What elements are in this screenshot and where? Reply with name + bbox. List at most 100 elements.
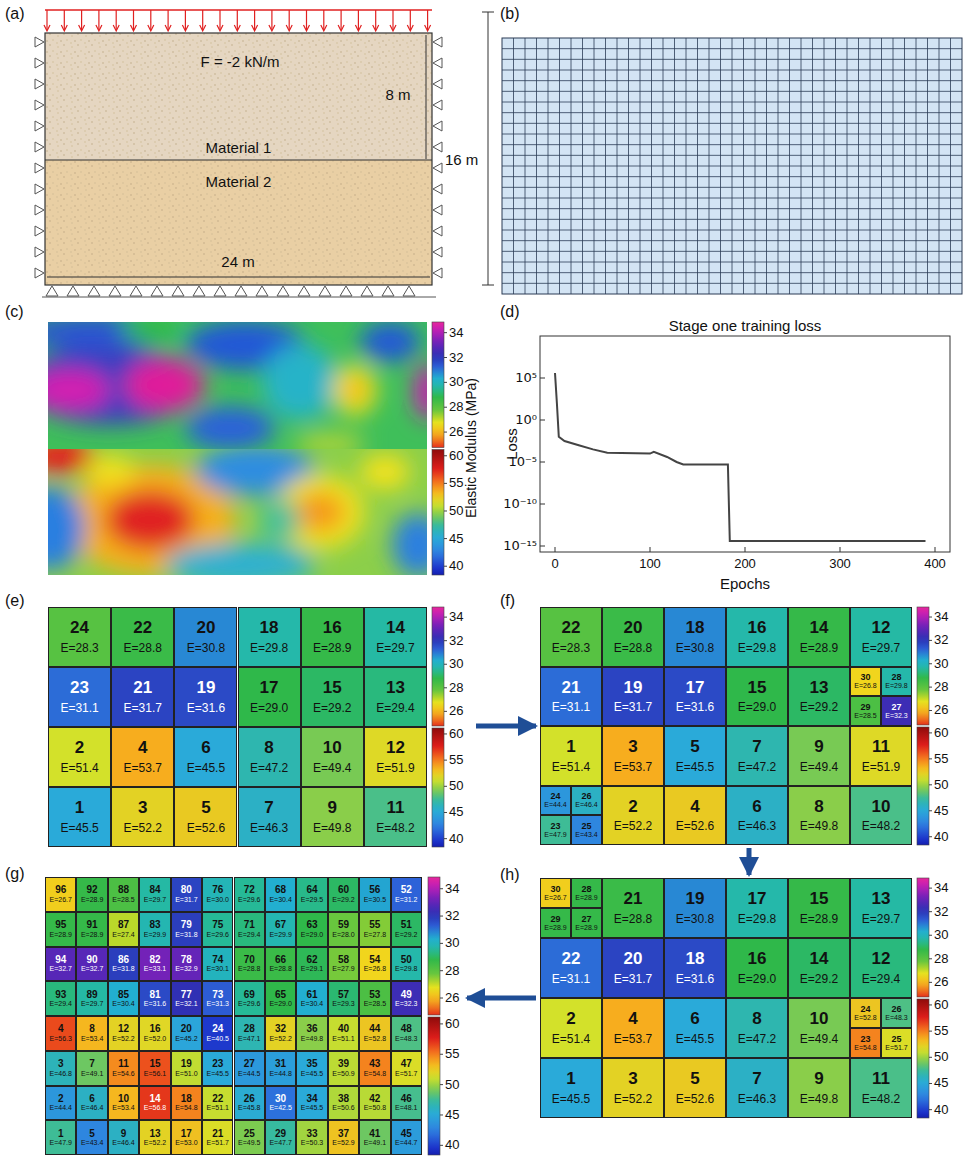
- load-arrow: [46, 10, 47, 30]
- modulus-value: E=51.9: [376, 762, 414, 775]
- grid-cell: 35E=45.5: [296, 1051, 327, 1086]
- cell-number: 42: [369, 1094, 380, 1105]
- modulus-value: E=29.2: [313, 702, 351, 715]
- modulus-value: E=29.7: [862, 913, 900, 926]
- roller-support: [35, 205, 44, 215]
- modulus-value: E=29.5: [301, 896, 323, 903]
- axis-tick-label: 10⁰: [515, 413, 537, 427]
- colorbar-tick-label: 55: [449, 753, 463, 767]
- cell-number: 4: [138, 739, 147, 757]
- grid-cell: 28E=47.1: [234, 1016, 265, 1051]
- cell-number: 11: [872, 738, 890, 756]
- grid-cell: 11E=48.2: [850, 1058, 912, 1118]
- modulus-value: E=29.8: [250, 642, 288, 655]
- modulus-value: E=32.1: [175, 1000, 197, 1007]
- grid-cell: 23E=31.1: [48, 667, 111, 727]
- colorbar-tick: [444, 566, 447, 567]
- cell-number: 40: [338, 1024, 349, 1035]
- colorbar-tick-label: 28: [445, 964, 459, 978]
- cell-number: 9: [814, 1070, 823, 1088]
- cell-number: 78: [181, 955, 192, 966]
- cell-number: 13: [872, 890, 891, 908]
- load-arrow-head: [96, 25, 102, 31]
- modulus-value: E=51.7: [885, 1044, 907, 1051]
- colorbar: [428, 877, 440, 1015]
- cell-number: 14: [386, 619, 405, 637]
- grid-cell: 16E=29.8: [726, 607, 788, 667]
- cell-number: 89: [87, 990, 98, 1001]
- modulus-value: E=28.9: [575, 894, 597, 901]
- grid-cell: 72E=29.6: [234, 877, 265, 912]
- mesh-line: [502, 251, 962, 252]
- modulus-value: E=29.7: [862, 642, 900, 655]
- grid-cell: 8E=49.8: [788, 786, 850, 846]
- cell-number: 92: [87, 885, 98, 896]
- panel-frame: (f)22E=28.320E=28.818E=30.816E=29.814E=2…: [540, 607, 958, 845]
- dimension-label: 8 m: [385, 87, 410, 104]
- colorbar-tick: [440, 1054, 443, 1055]
- cell-number: 1: [58, 1129, 64, 1140]
- modulus-value: E=31.6: [676, 701, 714, 714]
- load-arrow: [64, 10, 65, 30]
- colorbar-tick-label: 45: [449, 531, 463, 545]
- dimension-line: [47, 277, 430, 278]
- grid-cell: 16E=29.0: [726, 938, 788, 998]
- modulus-value: E=52.6: [187, 822, 225, 835]
- panel-label: (h): [500, 867, 520, 884]
- panel-frame: (g)96E=26.792E=28.988E=28.584E=29.780E=3…: [45, 877, 463, 1155]
- colorbar: [432, 322, 444, 448]
- cell-number: 53: [369, 990, 380, 1001]
- grid-cell: 52E=31.2: [391, 877, 422, 912]
- grid-cell: 32E=52.2: [265, 1016, 296, 1051]
- cell-number: 63: [306, 920, 317, 931]
- colorbar-tick-label: 28: [934, 952, 948, 966]
- cell-number: 33: [306, 1129, 317, 1140]
- load-arrow: [185, 10, 186, 30]
- modulus-value: E=28.5: [854, 712, 876, 719]
- field-blob: [414, 364, 427, 420]
- grid-cell: 39E=50.9: [328, 1051, 359, 1086]
- grid-cell: 40E=51.1: [328, 1016, 359, 1051]
- modulus-value: E=31.1: [552, 701, 590, 714]
- dimension-line: [488, 12, 489, 285]
- modulus-value: E=50.6: [332, 1104, 354, 1111]
- grid-cell: 20E=30.8: [174, 607, 237, 667]
- grid-cell: 20E=45.2: [171, 1016, 202, 1051]
- colorbar-tick-label: 45: [934, 1076, 948, 1090]
- field-blob: [360, 322, 420, 362]
- grid-cell: 77E=32.1: [171, 981, 202, 1016]
- modulus-value: E=32.7: [81, 965, 103, 972]
- cell-number: 3: [58, 1059, 64, 1070]
- grid-cell: 74E=30.1: [202, 947, 233, 982]
- cell-number: 10: [810, 1010, 829, 1028]
- modulus-value: E=45.5: [60, 822, 98, 835]
- colorbar-tick: [444, 786, 447, 787]
- grid-cell: 8E=47.2: [238, 727, 301, 787]
- colorbar: [432, 728, 444, 847]
- colorbar-tick-label: 34: [445, 882, 459, 896]
- load-arrow-head: [390, 25, 396, 31]
- modulus-value: E=46.4: [575, 801, 597, 808]
- cell-number: 25: [891, 1035, 901, 1044]
- modulus-value: E=54.8: [175, 1104, 197, 1111]
- cell-number: 27: [891, 703, 901, 712]
- modulus-value: E=46.3: [738, 1093, 776, 1106]
- grid-cell: 47E=51.7: [391, 1051, 422, 1086]
- load-arrow: [358, 10, 359, 30]
- colorbar-tick-label: 26: [449, 425, 463, 439]
- load-label: F = -2 kN/m: [201, 54, 280, 71]
- grid-cell: 54E=26.8: [359, 947, 390, 982]
- mesh-line: [502, 176, 962, 177]
- colorbar-tick: [929, 836, 932, 837]
- grid-cell: 14E=29.2: [788, 938, 850, 998]
- grid-cell: 1E=45.5: [540, 1058, 602, 1118]
- cell-number: 23: [550, 822, 560, 831]
- axis-tick-label: 200: [734, 557, 756, 571]
- grid-cell: 87E=27.4: [108, 912, 139, 947]
- colorbar-tick: [440, 1114, 443, 1115]
- cell-number: 22: [133, 619, 152, 637]
- cell-number: 18: [181, 1094, 192, 1105]
- support-base: [42, 297, 436, 298]
- grid-cell: 42E=50.8: [359, 1086, 390, 1121]
- modulus-value: E=53.4: [81, 1035, 103, 1042]
